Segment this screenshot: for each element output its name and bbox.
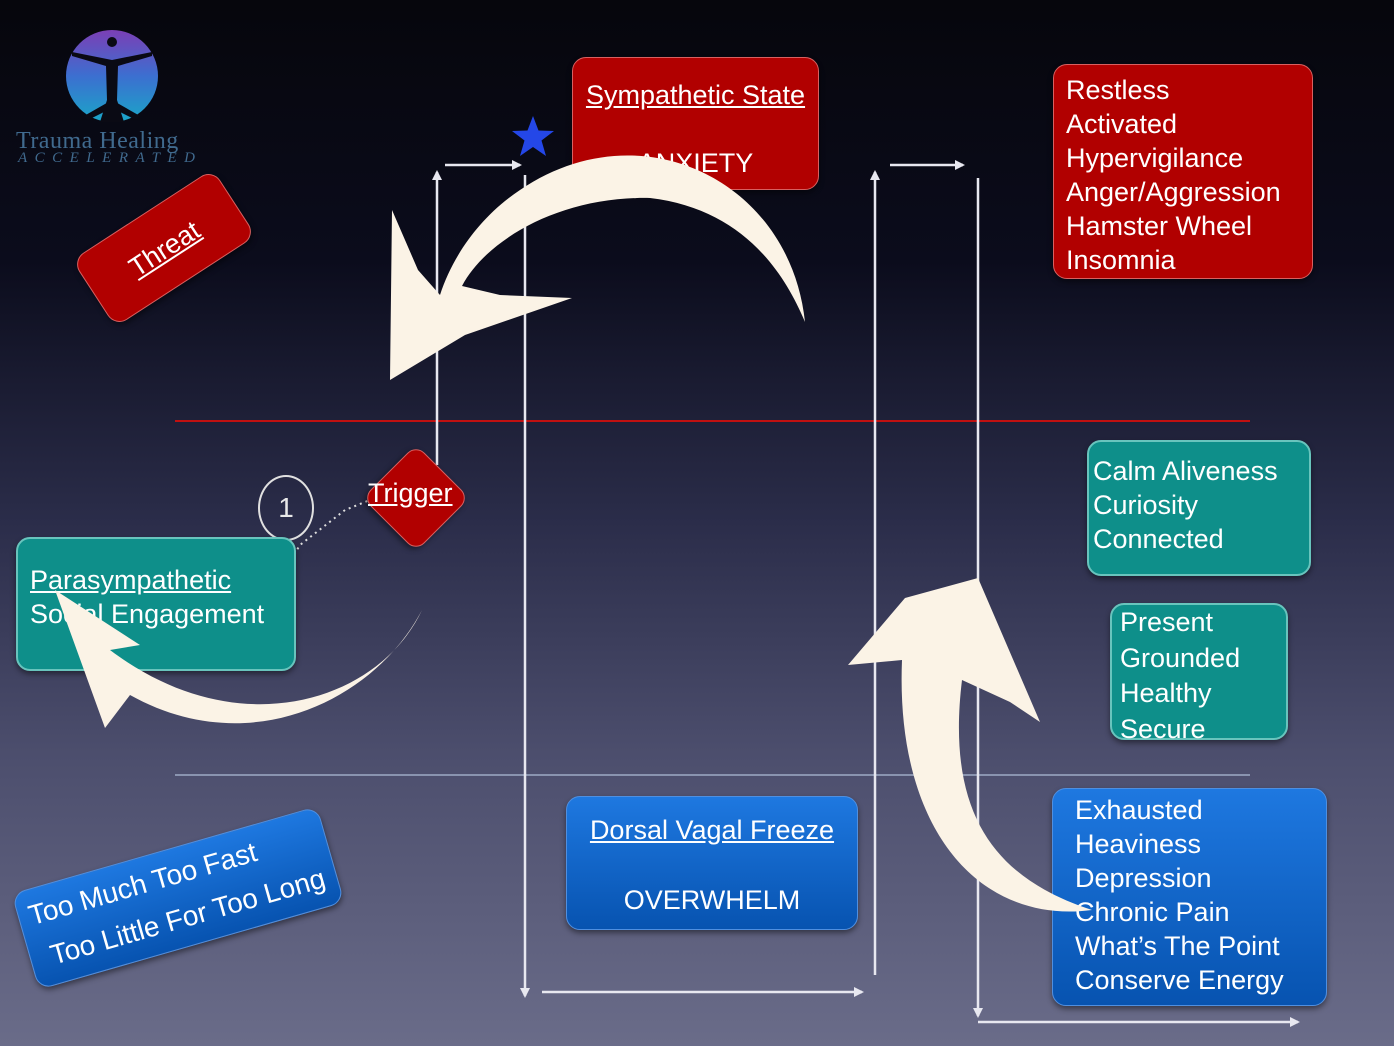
trait-item: Secure [1120,713,1206,744]
trait-item: Grounded [1120,642,1241,673]
trait-item: Chronic Pain [1075,897,1230,927]
dorsal-vagal-title: Dorsal Vagal Freeze [589,815,835,845]
trigger-label: Trigger [368,478,453,508]
trauma-healing-logo-icon [66,30,158,122]
trait-item: Depression [1075,863,1212,893]
logo-title: Trauma Healing [16,128,179,154]
trait-item: Healthy [1120,678,1212,708]
trait-item: Hypervigilance [1066,143,1244,173]
dorsal-vagal-box: Dorsal Vagal Freeze OVERWHELM [566,796,858,930]
curved-arrow-left-icon [55,590,422,728]
trait-item: Connected [1093,524,1224,554]
sympathetic-state-title: Sympathetic State [585,80,806,110]
calm-traits-box: Calm Aliveness Curiosity Connected [1087,440,1311,576]
logo-subtitle: ACCELERATED [18,150,203,166]
trait-item: Present [1120,607,1214,637]
trait-item: What’s The Point [1075,931,1280,961]
sympathetic-traits-box: Restless Activated Hypervigilance Anger/… [1053,64,1313,279]
parasympathetic-title: Parasympathetic [30,565,232,595]
curved-arrow-top-icon [390,155,805,380]
trait-item: Hamster Wheel [1066,211,1253,241]
trait-item: Conserve Energy [1075,965,1284,995]
trait-item: Anger/Aggression [1066,177,1281,207]
dorsal-traits-box: Exhausted Heaviness Depression Chronic P… [1052,788,1327,1006]
dorsal-vagal-subtitle: OVERWHELM [623,885,801,915]
trait-item: Heaviness [1075,829,1202,859]
trait-item: Curiosity [1093,490,1199,520]
curved-arrow-right-icon [848,578,1092,912]
trait-item: Exhausted [1075,795,1203,825]
trait-item: Restless [1066,75,1170,105]
star-icon [512,116,554,156]
trait-item: Calm Aliveness [1093,456,1278,486]
trait-item: Activated [1066,109,1178,139]
trait-item: Insomnia [1066,245,1176,275]
present-traits-box: Present Grounded Healthy Secure [1110,603,1288,744]
